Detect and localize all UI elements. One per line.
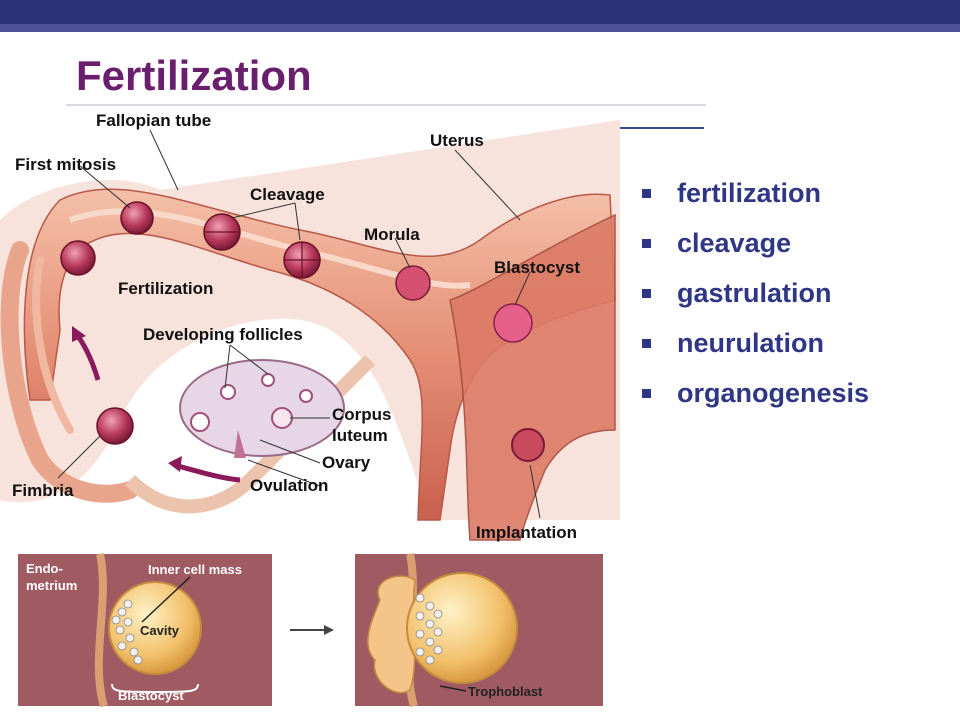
square-bullet-icon bbox=[642, 288, 651, 298]
implanting-blastocyst bbox=[406, 572, 518, 684]
endometrium-edge bbox=[94, 553, 108, 708]
egg-path-arrow bbox=[75, 334, 101, 381]
square-bullet-icon bbox=[642, 338, 651, 348]
label-ovary: Ovary bbox=[322, 453, 371, 472]
follicle-icon bbox=[220, 384, 236, 400]
square-bullet-icon bbox=[642, 188, 651, 198]
uterus-wall bbox=[449, 213, 616, 541]
label-trophoblast: Trophoblast bbox=[468, 684, 543, 699]
egg-cell-icon bbox=[96, 407, 134, 445]
top-banner bbox=[0, 0, 960, 24]
label-inset-blastocyst: Blastocyst bbox=[118, 688, 184, 703]
slide-title: Fertilization bbox=[76, 52, 312, 99]
fimbria-shape bbox=[0, 241, 139, 503]
bullet-list: fertilization cleavage gastrulation neur… bbox=[640, 168, 869, 418]
corpus-luteum-icon bbox=[271, 407, 293, 429]
inset-leader-line bbox=[439, 685, 467, 692]
label-inner-cell-mass: Inner cell mass bbox=[148, 562, 242, 577]
label-luteum: luteum bbox=[332, 426, 388, 445]
label-fertilization: Fertilization bbox=[118, 279, 213, 298]
follicle-icon bbox=[261, 373, 275, 387]
bullet-item: organogenesis bbox=[640, 368, 869, 418]
label-endo: Endo- bbox=[26, 561, 63, 576]
zygote-cell-icon bbox=[120, 201, 154, 235]
inner-cell-mass bbox=[415, 593, 443, 665]
first-mitosis-cell-icon bbox=[60, 240, 96, 276]
label-fimbria: Fimbria bbox=[12, 481, 74, 500]
blastocyst-icon bbox=[493, 303, 533, 343]
ovary-shape bbox=[179, 359, 345, 457]
square-bullet-icon bbox=[642, 238, 651, 248]
label-cavity: Cavity bbox=[140, 623, 180, 638]
label-uterus: Uterus bbox=[430, 131, 484, 150]
label-corpus: Corpus bbox=[332, 405, 392, 424]
morula-icon bbox=[395, 265, 431, 301]
label-morula: Morula bbox=[364, 225, 420, 244]
trophoblast-invasion bbox=[367, 575, 416, 694]
leader-lines bbox=[57, 129, 541, 519]
reproductive-tract-illustration: Fallopian tube First mitosis Cleavage Ut… bbox=[0, 111, 620, 708]
ovulation-rupture-icon bbox=[234, 430, 246, 458]
follicle-icon bbox=[190, 412, 210, 432]
label-ovulation: Ovulation bbox=[250, 476, 328, 495]
arrow-head-icon bbox=[168, 456, 182, 472]
label-metrium: metrium bbox=[26, 578, 77, 593]
label-fallopian-tube: Fallopian tube bbox=[96, 111, 211, 130]
inset-leader-line bbox=[141, 576, 191, 623]
blastocyst-brace bbox=[111, 683, 199, 693]
inset-blastocyst-left: Endo- metrium Inner cell mass Cavity Bla… bbox=[18, 553, 272, 708]
label-implantation: Implantation bbox=[476, 523, 577, 542]
top-banner-stripe bbox=[0, 24, 960, 32]
label-blastocyst: Blastocyst bbox=[494, 258, 580, 277]
inset-trophoblast-right: Trophoblast bbox=[355, 553, 603, 708]
arrow-head-icon bbox=[72, 326, 86, 342]
bullet-item: gastrulation bbox=[640, 268, 869, 318]
bullet-item: neurulation bbox=[640, 318, 869, 368]
arrow-head-icon bbox=[324, 625, 334, 635]
square-bullet-icon bbox=[642, 388, 651, 398]
ovulation-arrow bbox=[177, 463, 241, 483]
inner-cell-mass bbox=[111, 599, 143, 665]
title-accent-line bbox=[618, 127, 704, 129]
label-developing-follicles: Developing follicles bbox=[143, 325, 303, 344]
label-first-mitosis: First mitosis bbox=[15, 155, 116, 174]
fimbria-fold bbox=[32, 256, 74, 434]
bullet-item: fertilization bbox=[640, 168, 869, 218]
bullet-item: cleavage bbox=[640, 218, 869, 268]
label-cleavage: Cleavage bbox=[250, 185, 325, 204]
title-divider bbox=[66, 104, 706, 106]
follicle-icon bbox=[299, 389, 313, 403]
implantation-embryo-icon bbox=[511, 428, 545, 462]
